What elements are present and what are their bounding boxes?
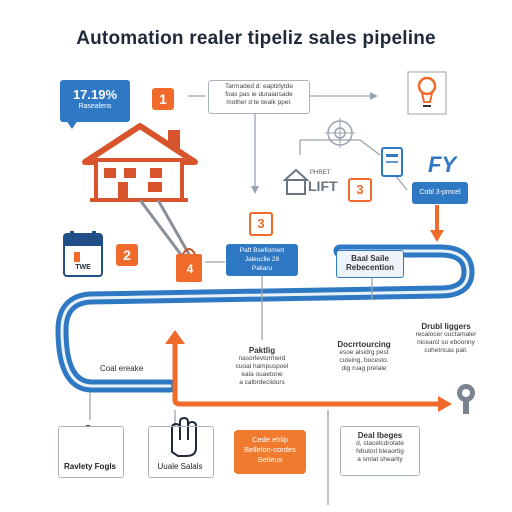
bottom-item-team-label: Ravlety Fogls xyxy=(63,462,116,471)
top-note: Tarmaded d: eaptirlytde foas pas ie dura… xyxy=(208,80,310,114)
stat-value: 17.19% xyxy=(72,87,118,102)
center-note-left-line-4: a calbrdeclidurs xyxy=(239,379,285,386)
stage-left-line-1: Paft Bsefiomert xyxy=(239,247,285,254)
bottom-deals-title: Deal Ibeges xyxy=(357,431,403,440)
billboard-small-text: PHRET xyxy=(310,170,331,176)
side-action-button[interactable]: Cobl 3-pmcel xyxy=(412,182,468,204)
stage-right-title: Baal Saile xyxy=(351,254,389,263)
orange-arrow-up xyxy=(165,330,185,344)
center-note-right-line-1: esoe alsidrg pest xyxy=(339,349,389,356)
document-icon xyxy=(381,147,403,177)
bottom-card-line-1: Cede ehlip xyxy=(252,435,288,444)
center-note-right-line-2: cuteing, bocesto. xyxy=(339,357,389,364)
stage-box-left: Paft Bsefiomert Jaleuclle 28 Paliaru xyxy=(226,244,298,276)
page-title: Automation realer tipeliz sales pipeline xyxy=(76,28,436,49)
bottom-card-line-2: Bellelon-cordes xyxy=(244,445,296,454)
center-note-left-line-3: eala ouaetone xyxy=(241,371,283,378)
step-badge-3b: 3 xyxy=(348,178,372,202)
side-action-label: Cobl 3-pmcel xyxy=(419,189,461,196)
bottom-deals-line-1: d, stacelcdrotate xyxy=(356,440,404,447)
step-badge-1: 1 xyxy=(152,88,174,110)
stage-left-line-2: Jaleuclle 28 xyxy=(244,256,280,263)
center-note-right: Docrrtourcing esoe alsidrg pest cuteing,… xyxy=(324,340,404,373)
stage-left-line-3: Paliaru xyxy=(251,265,273,272)
stage-right-subtitle: Rebecention xyxy=(345,263,394,272)
building-icon xyxy=(282,168,310,195)
calendar-label: TWE xyxy=(75,264,91,271)
top-note-line-2: foas pas ie duraiarsade xyxy=(225,91,293,98)
stat-caption: Rasealens xyxy=(78,103,112,110)
center-note-left: Paktlig nasorlevtormerd cuoal hampuspoel… xyxy=(224,346,300,387)
center-note-left-title: Paktlig xyxy=(248,346,276,355)
stat-bubble: 17.19% Rasealens xyxy=(60,80,130,122)
lightbulb-icon xyxy=(407,71,447,115)
center-note-left-line-2: cuoal hampuspoel xyxy=(235,363,289,370)
right-note: Drubl liggers recalocer ouctamaler nicea… xyxy=(406,322,486,355)
right-note-line-2: nicearcl so eboonny xyxy=(417,339,475,346)
step-badge-4: 4 xyxy=(186,262,194,276)
center-note-right-title: Docrrtourcing xyxy=(337,340,391,349)
bottom-item-sales xyxy=(148,426,214,478)
fy-text: FY xyxy=(428,152,457,177)
right-note-line-1: recalocer ouctamaler xyxy=(415,331,477,338)
loop-label: Coal ereake xyxy=(100,364,144,373)
top-note-line-1: Tarmaded d: eaptirlytde xyxy=(225,83,293,90)
orange-flow-line xyxy=(172,342,440,407)
bottom-item-deals: Deal Ibeges d, stacelcdrotate Nbutorl bl… xyxy=(340,426,420,476)
center-note-left-line-1: nasorlevtormerd xyxy=(238,355,286,362)
right-note-title: Drubl liggers xyxy=(421,322,471,331)
shopping-bag-icon xyxy=(176,248,202,282)
orange-arrow-down xyxy=(430,230,444,242)
center-note-right-line-3: dig ruag prelale xyxy=(341,365,387,372)
right-note-line-3: cohetricas pail. xyxy=(424,347,468,354)
step-badge-3a: 3 xyxy=(249,212,273,236)
billboard-text: LIFT xyxy=(308,178,338,194)
bottom-item-sales-label: Uuale Salals xyxy=(157,462,203,471)
stage-box-right: Baal Saile Rebecention xyxy=(336,250,404,278)
step-badge-2: 2 xyxy=(116,244,138,266)
bottom-deals-line-3: a smlat shearlty xyxy=(357,456,403,463)
top-note-line-3: mother d te twalk ppel. xyxy=(226,99,292,106)
calendar-icon xyxy=(63,231,103,277)
gear-icon xyxy=(325,118,355,148)
location-pin-icon xyxy=(457,384,475,414)
stat-bubble-tail xyxy=(66,120,78,129)
bottom-item-card: Cede ehlip Bellelon-cordes Setleus xyxy=(234,430,306,474)
house-icon xyxy=(82,123,198,202)
bottom-card-line-3: Setleus xyxy=(257,455,283,464)
bottom-item-team xyxy=(58,426,124,478)
orange-arrow-right xyxy=(438,396,452,412)
bottom-deals-line-2: Nbutorl bleaortig xyxy=(356,448,404,455)
